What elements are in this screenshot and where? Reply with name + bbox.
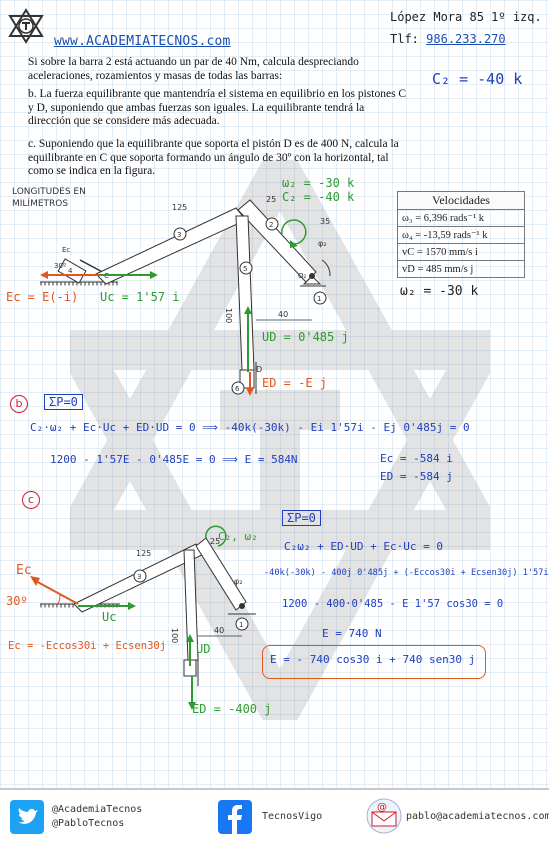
label-O2: O₂ (298, 272, 307, 280)
phone-prefix: Tlf: (390, 32, 419, 46)
dim-35: 35 (320, 217, 330, 226)
part-c-eq4: E = 740 N (322, 627, 382, 640)
part-b-principle: ΣP=0 (44, 394, 83, 410)
statement-intro: Si sobre la barra 2 está actuando un par… (28, 56, 359, 82)
part-b-eq2: 1200 - 1'57E - 0'485E = 0 ⟹ E = 584N (50, 453, 298, 466)
label-D: D (256, 365, 262, 374)
omega2-handwritten: ω₂ = -30 k (400, 284, 479, 299)
label-n3-b: 3 (137, 573, 141, 581)
mechanism-diagram-bottom: 3 φ₂ 1 125 25 100 40 (30, 525, 256, 710)
omega2-note-top: ω₂ = -30 k (282, 176, 355, 190)
ED-note-bottom: ED = -400 j (192, 702, 272, 716)
label-n3: 3 (177, 231, 181, 239)
UD-note-top: UD = 0'485 j (262, 330, 349, 344)
torque-note: C₂ = -40 k (432, 70, 523, 88)
part-c-eq3: 1200 - 400·0'485 - E 1'57 cos30 = 0 (282, 598, 504, 610)
c2-note-top: C₂ = -40 k (282, 190, 355, 204)
velocity-row: vC = 1570 mm/s i (397, 243, 525, 261)
UD-label-bottom: UD (196, 642, 211, 656)
c2-omega-label-bottom: C₂, ω₂ (218, 530, 258, 543)
part-b-res-c: Ec = -584 i (380, 452, 453, 465)
label-n6: 6 (235, 385, 240, 393)
part-c-eq2: -40k(-30k) - 400j 0'485j + (-Eccos30i + … (264, 568, 549, 578)
statement-part-c: c. Suponiendo que la equilibrante que so… (28, 138, 399, 178)
twitter-handle-1[interactable]: @AcademiaTecnos (52, 804, 143, 815)
twitter-handle-2[interactable]: @PabloTecnos (52, 818, 125, 829)
velocity-row: ω₃ = 6,396 rads⁻¹ k (397, 209, 525, 227)
Ec-label-bottom: Ec (16, 563, 32, 578)
phone-number-link[interactable]: 986.233.270 (426, 32, 506, 46)
dim-100-b: 100 (170, 628, 179, 643)
email-address[interactable]: pablo@academiatecnos.com (406, 811, 549, 822)
Uc-note-top: Uc = 1'57 i (100, 290, 180, 304)
label-n4: 4 (68, 267, 73, 275)
Ec-note-top: Ec = E(-i) (6, 290, 79, 304)
label-Ec-small: Ec (62, 246, 70, 254)
dim-40: 40 (278, 310, 288, 319)
part-c-answer: E = - 740 cos30 i + 740 sen30 j (270, 653, 476, 666)
academia-logo-icon (8, 8, 44, 44)
Uc-label-bottom: Uc (102, 610, 117, 624)
angle-30: 30º (54, 262, 66, 270)
dim-125-b: 125 (136, 549, 151, 558)
caption-line1: LONGITUDES EN (12, 187, 86, 197)
velocities-title: Velocidades (397, 191, 525, 210)
email-icon[interactable]: @ (366, 798, 402, 834)
grid-paper-background (0, 0, 549, 790)
dim-40-b: 40 (214, 626, 224, 635)
dim-25: 25 (266, 195, 276, 204)
dim-25-b: 25 (210, 537, 220, 546)
Ec-note-bottom: Ec = -Eccos30i + Ecsen30j (8, 640, 167, 652)
watermark-star-logo (70, 160, 490, 720)
phi-label-b: φ₂ (234, 577, 242, 586)
mechanism-diagram-top: LONGITUDES EN MILÍMETROS 4 3 2 O₂ 1 φ₂ 5… (12, 187, 331, 396)
label-n1: 1 (317, 295, 321, 303)
label-n2: 2 (269, 221, 273, 229)
part-b-label: b (10, 395, 28, 413)
footer-divider (0, 788, 549, 790)
phi-label: φ₂ (318, 239, 326, 248)
footer: @AcademiaTecnos @PabloTecnos TecnosVigo … (0, 790, 549, 848)
part-b-eq1: C₂·ω₂ + Ec·Uc + ED·UD = 0 ⟹ -40k(-30k) -… (30, 421, 470, 434)
velocity-row: vD = 485 mm/s j (397, 260, 525, 278)
label-n5: 5 (243, 265, 247, 273)
twitter-icon[interactable] (10, 800, 44, 834)
part-b-res-d: ED = -584 j (380, 470, 453, 483)
part-c-principle: ΣP=0 (282, 510, 321, 526)
statement-part-b: b. La fuerza equilibrante que mantendría… (28, 88, 407, 128)
dim-100: 100 (224, 308, 233, 323)
caption-line2: MILÍMETROS (12, 197, 68, 209)
address-text: López Mora 85 1º izq. (390, 10, 542, 24)
facebook-icon[interactable] (218, 800, 252, 834)
angle-30-bottom: 30º (6, 594, 28, 608)
label-n1-b: 1 (239, 621, 243, 629)
part-c-eq1: C₂ω₂ + ED·UD + Ec·Uc = 0 (284, 540, 443, 553)
dim-125: 125 (172, 203, 187, 212)
answer-box (262, 645, 486, 679)
velocities-table: Velocidades ω₃ = 6,396 rads⁻¹ k ω₄ = -13… (397, 191, 525, 278)
facebook-page[interactable]: TecnosVigo (262, 811, 323, 822)
website-link[interactable]: www.ACADEMIATECNOS.com (54, 34, 231, 49)
svg-text:@: @ (377, 802, 387, 813)
velocity-row: ω₄ = -13,59 rads⁻¹ k (397, 226, 525, 244)
phone-text: Tlf: 986.233.270 (390, 32, 506, 46)
part-c-label: c (22, 491, 40, 509)
ED-note-top: ED = -E j (262, 376, 328, 390)
